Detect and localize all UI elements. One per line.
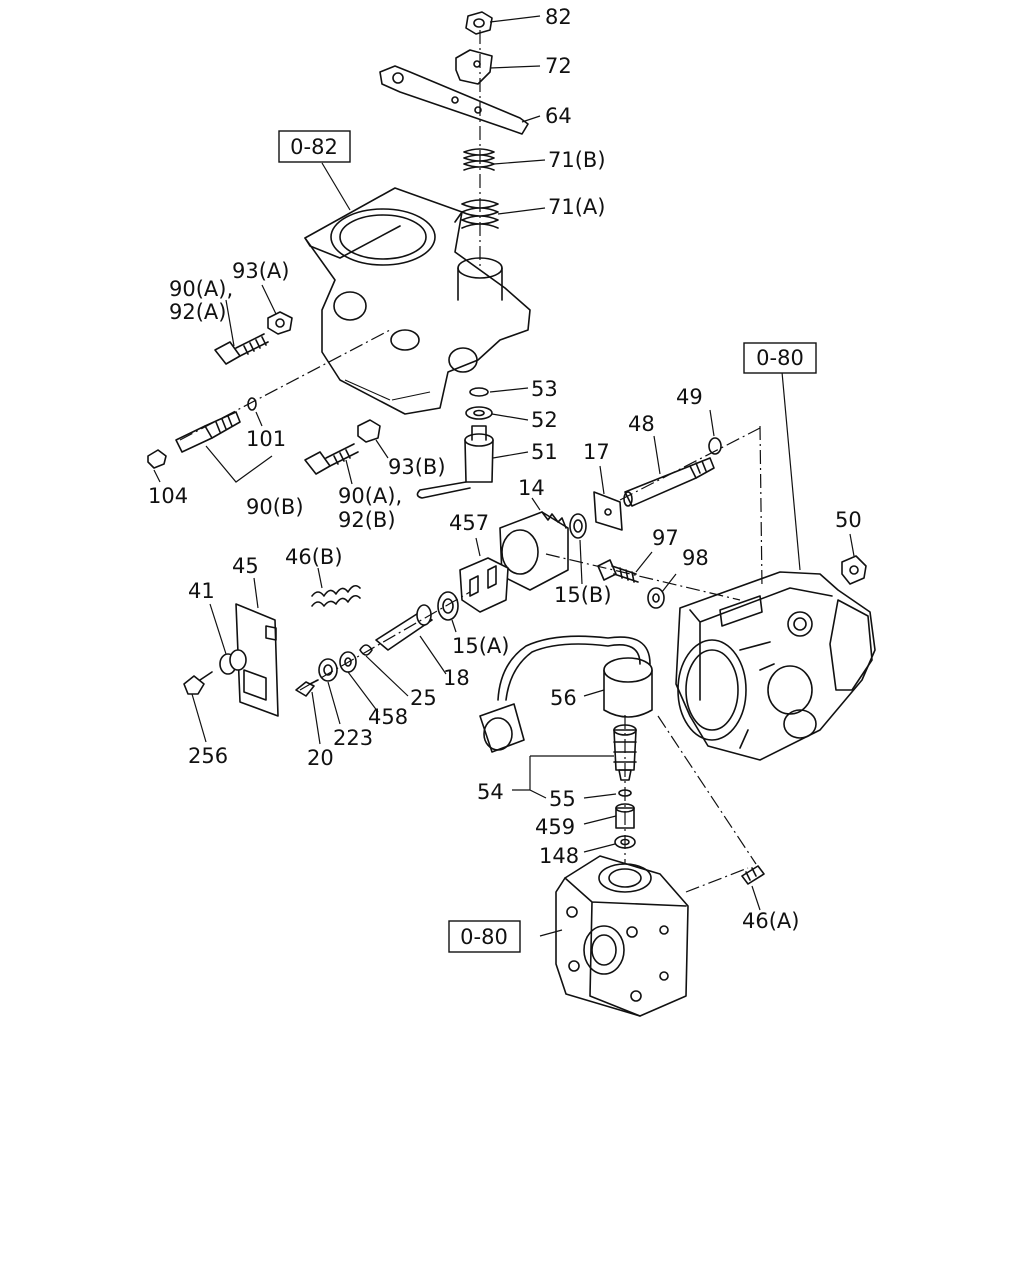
label-45: 45 [232,554,259,578]
label-71b: 71(B) [548,148,606,172]
label-14: 14 [518,476,545,500]
collar-223 [318,658,338,682]
svg-text:0-80: 0-80 [756,346,804,370]
label-256: 256 [188,744,228,768]
label-71a: 71(A) [548,195,605,219]
lock-nut-82 [465,11,493,35]
lever-72 [455,49,493,85]
washer-15a [437,591,459,621]
nut-93b [357,419,381,443]
svg-text:0-80: 0-80 [460,925,508,949]
label-54: 54 [477,780,504,804]
ref-box-0-82: 0-82 [278,130,351,163]
bolt-90a-92a [214,333,269,365]
label-90a-92a-line1: 90(A), [169,277,233,301]
bushing-41 [219,649,247,675]
label-25: 25 [410,686,437,710]
screw-46a [741,865,765,885]
label-457: 457 [449,511,489,535]
bolt-90a-92b [304,443,359,475]
washer-98 [647,587,665,609]
adjust-screw-46b [311,584,361,607]
nut-93a [267,311,293,335]
label-48: 48 [628,412,655,436]
spring-71b [463,148,495,171]
washer-15b [569,513,587,539]
o-ring-53 [469,387,489,397]
label-90a-92a-line2: 92(A) [169,300,226,324]
coupling-block-457 [459,557,509,613]
governor-plate-64 [379,65,529,135]
label-20: 20 [307,746,334,770]
pump-body-housing [675,571,876,761]
label-46a: 46(A) [742,909,799,933]
label-459: 459 [535,815,575,839]
label-56: 56 [550,686,577,710]
label-41: 41 [188,579,215,603]
label-49: 49 [676,385,703,409]
label-148: 148 [539,844,579,868]
screw-20 [295,679,319,697]
nut-104 [147,449,167,469]
distributor-head-block [555,855,689,1017]
coupling-14 [499,511,569,591]
label-53: 53 [531,377,558,401]
center-axis-body [759,425,763,589]
stud-90b [175,411,241,453]
label-93a: 93(A) [232,259,289,283]
center-axis-pin [299,591,471,691]
o-ring-49 [708,437,722,455]
label-93b: 93(B) [388,455,446,479]
label-50: 50 [835,508,862,532]
spring-71a [461,199,499,229]
label-15a: 15(A) [452,634,509,658]
center-axis-head [657,715,757,865]
label-51: 51 [531,440,558,464]
center-axis-shaft [619,427,761,501]
washer-52 [465,406,493,420]
center-axis-stud [179,329,391,441]
label-55: 55 [549,787,576,811]
bolt-256 [183,671,213,695]
label-98: 98 [682,546,709,570]
label-90a-92b-line1: 90(A), [338,484,402,508]
label-104: 104 [148,484,188,508]
label-18: 18 [443,666,470,690]
label-72: 72 [545,54,572,78]
center-axis-screw [685,867,749,893]
label-64: 64 [545,104,572,128]
nut-50 [841,555,867,585]
fuel-cut-solenoid-56 [479,635,653,753]
label-90b: 90(B) [246,495,304,519]
ref-box-0-80-top: 0-80 [743,342,817,374]
label-458: 458 [368,705,408,729]
pin-18 [375,604,433,651]
label-101: 101 [246,427,286,451]
label-97: 97 [652,526,679,550]
center-axis-coupling [545,553,741,601]
bolt-97 [597,559,639,583]
leader-lines [153,15,855,937]
label-46b: 46(B) [285,545,343,569]
label-223: 223 [333,726,373,750]
label-82: 82 [545,5,572,29]
label-15b: 15(B) [554,583,612,607]
shaft-48 [623,457,715,507]
plate-17 [593,491,623,531]
part-labels: 82 72 64 71(B) 71(A) 93(A) 90(A), 92(A) … [148,5,862,933]
governor-cover-housing [304,187,531,415]
sleeve-51 [416,425,494,499]
label-17: 17 [583,440,610,464]
ref-box-0-80-bottom: 0-80 [448,920,521,953]
label-52: 52 [531,408,558,432]
label-90a-92b-line2: 92(B) [338,508,396,532]
svg-text:0-82: 0-82 [290,135,338,159]
